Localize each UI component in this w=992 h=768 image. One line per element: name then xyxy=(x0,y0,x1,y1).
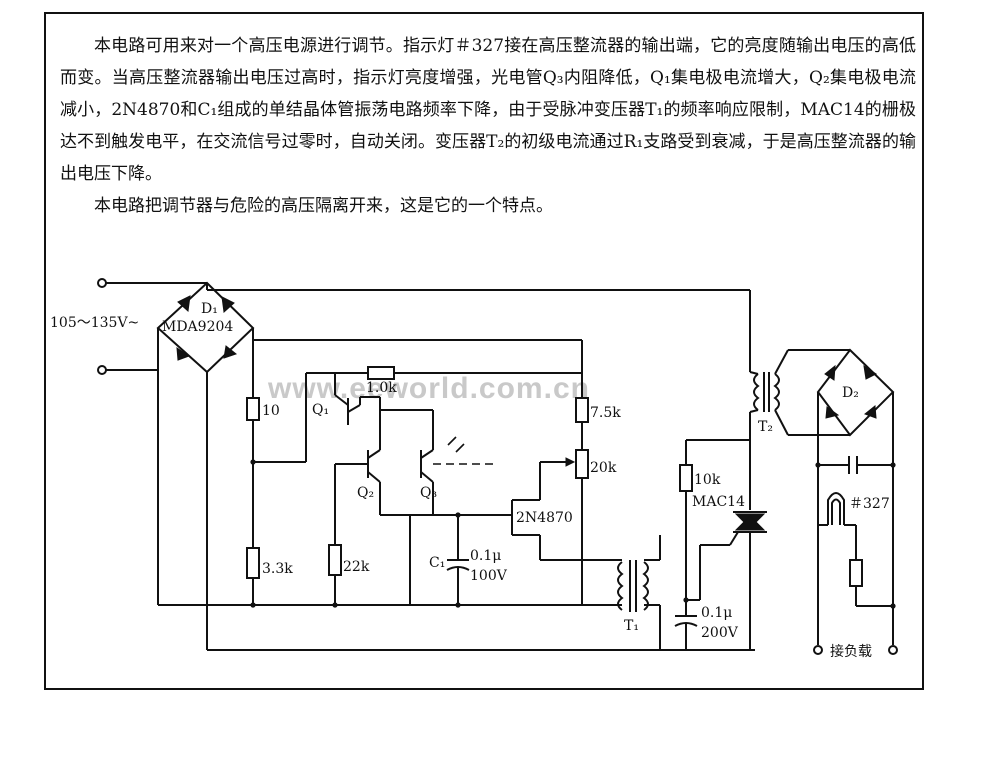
c2-value-label: 0.1μ xyxy=(701,605,732,621)
resistor-7-5k-label: 7.5k xyxy=(590,405,621,421)
description-text: 本电路可用来对一个高压电源进行调节。指示灯＃327接在高压整流器的输出端，它的亮… xyxy=(60,30,916,222)
resistor-10 xyxy=(246,397,260,421)
resistor-10k xyxy=(679,464,693,492)
watermark: www.eeworld.com.cn xyxy=(267,372,590,405)
ujt-label: 2N4870 xyxy=(516,510,573,526)
transformer-t1: T₁ xyxy=(582,535,661,650)
q3-label: Q₃ xyxy=(420,485,437,501)
c1-voltage-label: 100V xyxy=(470,568,508,584)
c1-value-label: 0.1μ xyxy=(470,548,501,564)
load-label: 接负载 xyxy=(830,643,872,660)
transistor-q1: Q₁ xyxy=(312,373,381,425)
load-terminals: 接负载 xyxy=(813,643,898,660)
c1-label: C₁ xyxy=(429,555,445,571)
transformer-t2: T₂ xyxy=(749,349,789,436)
potentiometer-20k-label: 20k xyxy=(590,460,617,476)
input-terminal-bottom xyxy=(97,365,107,375)
input-voltage-label: 105～135V~ xyxy=(50,315,139,331)
resistor-10k-label: 10k xyxy=(694,472,721,488)
resistor-3-3k-label: 3.3k xyxy=(262,561,293,577)
ujt-2n4870: 2N4870 xyxy=(500,499,612,561)
bridge-d1-part-label: MDA9204 xyxy=(162,319,233,335)
indicator-lamp-327: ＃327 xyxy=(818,492,890,560)
q2-label: Q₂ xyxy=(357,485,374,501)
triac-label: MAC14 xyxy=(692,494,745,510)
triac-mac14: MAC14 xyxy=(686,412,767,650)
description-paragraph-1: 本电路可用来对一个高压电源进行调节。指示灯＃327接在高压整流器的输出端，它的亮… xyxy=(60,36,916,184)
capacitor-c2: 0.1μ 200V xyxy=(674,600,739,650)
transistor-q2: Q₂ xyxy=(335,449,381,515)
figure-frame xyxy=(44,12,924,690)
bridge-rectifier-d2: D₂ xyxy=(788,348,895,437)
lamp-resistor xyxy=(849,559,863,587)
t2-label: T₂ xyxy=(758,419,773,435)
capacitor-c1: C₁ 0.1μ 100V xyxy=(429,515,508,605)
resistor-22k xyxy=(328,544,342,576)
t1-label: T₁ xyxy=(624,618,639,634)
c2-voltage-label: 200V xyxy=(701,625,739,641)
transistor-q3: Q₃ xyxy=(420,436,497,515)
bridge-d1-label: D₁ xyxy=(201,301,218,317)
description-paragraph-2: 本电路把调节器与危险的高压隔离开来，这是它的一个特点。 xyxy=(94,196,553,216)
q1-label: Q₁ xyxy=(312,402,329,418)
lamp-label: ＃327 xyxy=(849,496,890,512)
ac-input: 105～135V~ xyxy=(50,278,207,375)
bridge-rectifier-d1: D₁ MDA9204 xyxy=(156,281,255,374)
resistor-22k-label: 22k xyxy=(343,559,370,575)
resistor-3-3k xyxy=(246,547,260,579)
input-terminal-top xyxy=(97,278,107,288)
potentiometer-20k xyxy=(575,449,589,479)
resistor-1-0k-label: 1.0k xyxy=(366,380,397,396)
resistor-10-label: 10 xyxy=(262,403,280,419)
bridge-d2-label: D₂ xyxy=(842,385,859,401)
